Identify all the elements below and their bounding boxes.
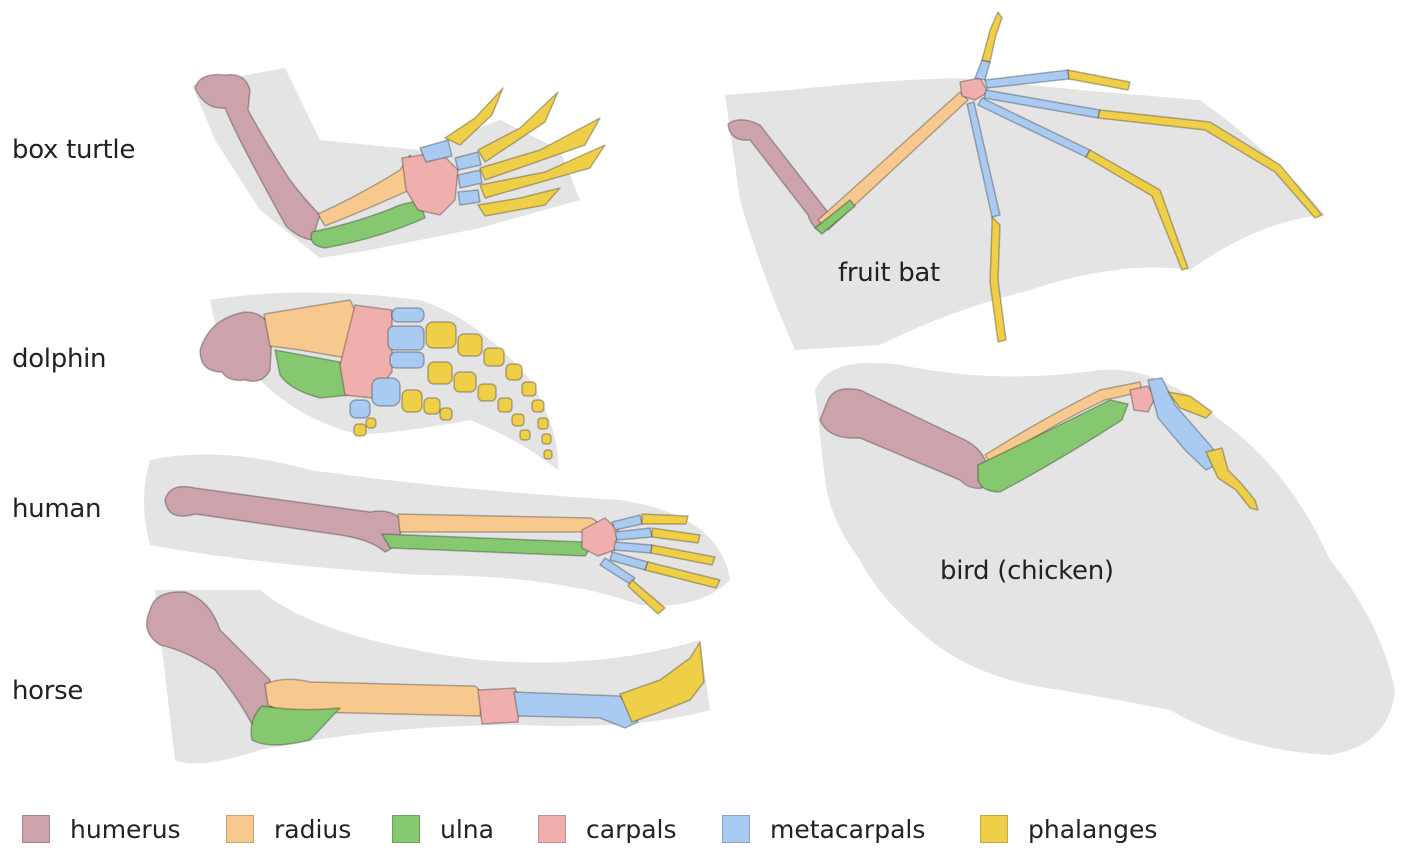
legend-swatch-ulna	[392, 815, 420, 843]
legend-swatch-radius	[226, 815, 254, 843]
legend-label-carpals: carpals	[586, 815, 677, 844]
legend-item-carpals: carpals	[538, 812, 677, 846]
label-bird: bird (chicken)	[940, 556, 1114, 586]
horse-limb	[147, 590, 710, 763]
legend-label-ulna: ulna	[440, 815, 494, 844]
label-fruit-bat: fruit bat	[838, 258, 940, 288]
legend-label-phalanges: phalanges	[1028, 815, 1157, 844]
label-box-turtle: box turtle	[12, 135, 135, 165]
legend-swatch-metacarpals	[722, 815, 750, 843]
legend-label-humerus: humerus	[70, 815, 181, 844]
label-dolphin: dolphin	[12, 344, 106, 374]
legend-label-metacarpals: metacarpals	[770, 815, 925, 844]
legend-item-radius: radius	[226, 812, 351, 846]
label-human: human	[12, 494, 101, 524]
dolphin-limb	[200, 293, 558, 471]
legend-item-metacarpals: metacarpals	[722, 812, 925, 846]
legend-swatch-phalanges	[980, 815, 1008, 843]
legend-item-ulna: ulna	[392, 812, 494, 846]
legend: humerus radius ulna carpals metacarpals …	[22, 812, 1382, 846]
legend-label-radius: radius	[274, 815, 351, 844]
label-horse: horse	[12, 676, 83, 706]
legend-item-phalanges: phalanges	[980, 812, 1157, 846]
legend-swatch-carpals	[538, 815, 566, 843]
box-turtle-limb	[192, 68, 605, 258]
legend-swatch-humerus	[22, 815, 50, 843]
dolphin-humerus	[200, 312, 272, 381]
box-turtle-metacarpal-4	[458, 190, 480, 205]
fruit-bat-limb	[725, 12, 1325, 350]
legend-item-humerus: humerus	[22, 812, 181, 846]
